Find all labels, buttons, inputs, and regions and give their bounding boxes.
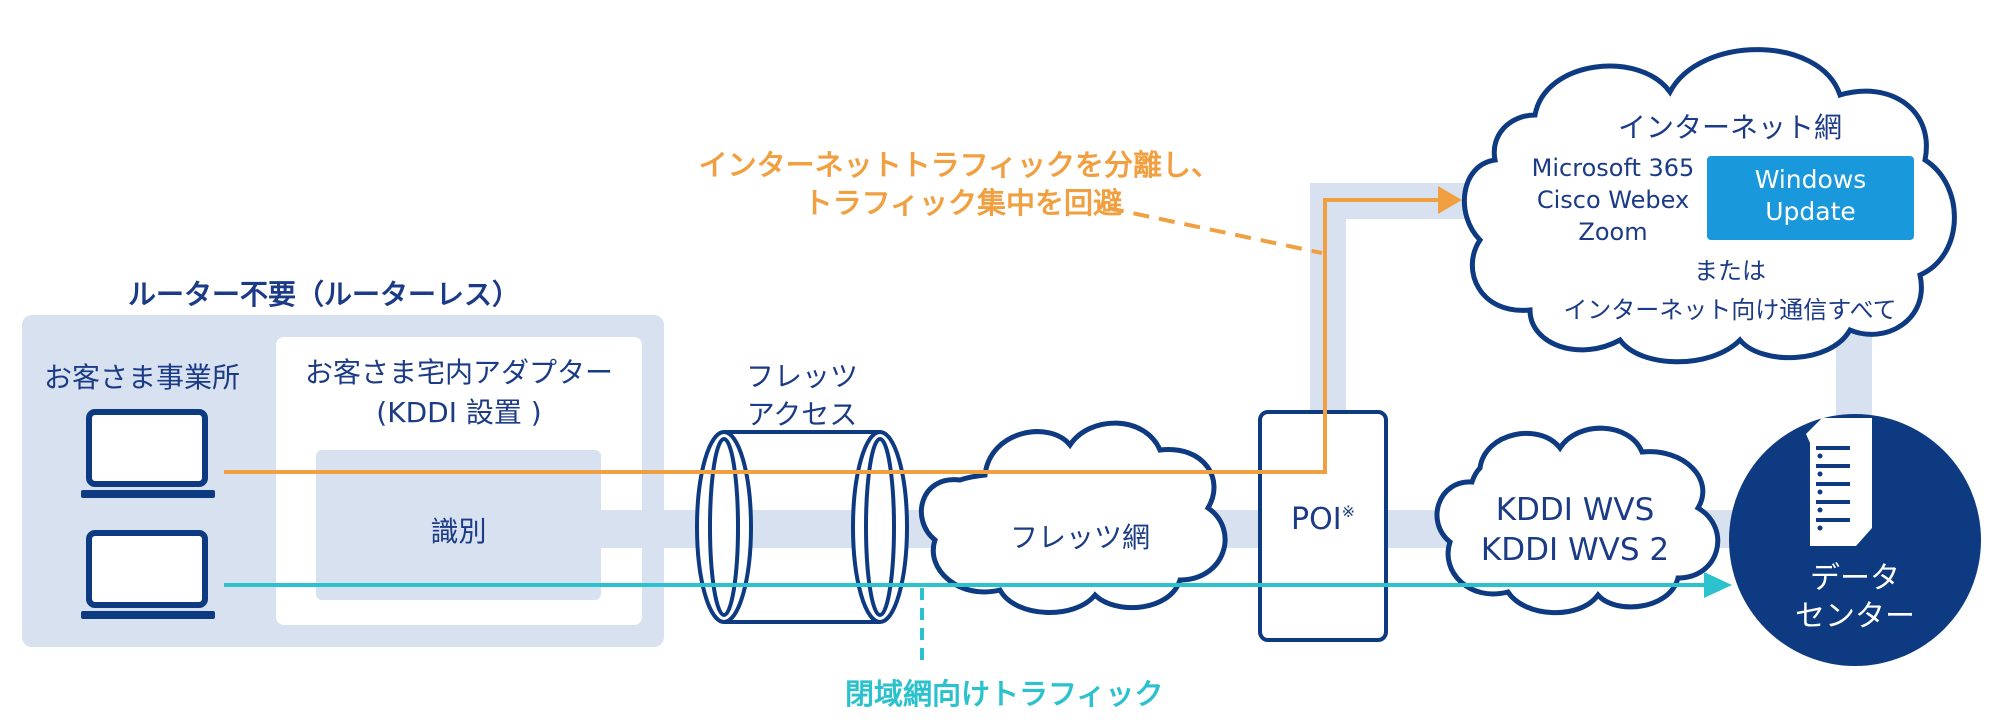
service-microsoft-365: Microsoft 365 [1531, 154, 1695, 182]
internet-services-list: Microsoft 365 Cisco Webex Zoom [1518, 152, 1708, 248]
data-center-label: データ センター [1760, 560, 1950, 636]
closed-network-arrowhead [1704, 572, 1732, 598]
server-icon [1806, 418, 1872, 546]
internet-network-title: インターネット網 [1617, 111, 1842, 144]
internet-traffic-route [224, 198, 1440, 474]
adapter-label-line2: (KDDI 設置 ) [376, 396, 542, 429]
windows-update-box [1707, 156, 1914, 240]
internet-traffic-arrowhead [1438, 186, 1462, 214]
service-zoom: Zoom [1578, 218, 1648, 246]
kddi-wvs-line2: KDDI WVS 2 [1480, 532, 1670, 568]
adapter-label-line1: お客さま宅内アダプター [304, 356, 613, 389]
identification-label: 識別 [430, 515, 487, 548]
router-less-title: ルーター不要（ルーターレス） [128, 278, 521, 311]
laptop-icon [81, 530, 215, 619]
flets-access-tube [695, 430, 909, 624]
data-center-line1: データ [1810, 561, 1900, 596]
flets-access-line2: アクセス [746, 398, 858, 431]
poi-label: POI※ [1260, 502, 1386, 537]
kddi-wvs-cloud-icon [1434, 425, 1721, 616]
internet-traffic-leader [1107, 206, 1323, 255]
internet-traffic-note-line2: トラフィック集中を回避 [803, 186, 1122, 220]
flets-access-label: フレッツ アクセス [712, 358, 892, 434]
customer-office-label: お客さま事業所 [44, 361, 241, 394]
flets-access-line1: フレッツ [745, 360, 858, 393]
laptop-icon [81, 409, 215, 498]
kddi-wvs-label: KDDI WVS KDDI WVS 2 [1440, 490, 1710, 570]
flets-network-label: フレッツ網 [1009, 521, 1150, 554]
poi-mark: ※ [1341, 502, 1355, 521]
or-label: または [1694, 257, 1766, 285]
adapter-label: お客さま宅内アダプター (KDDI 設置 ) [288, 353, 630, 433]
closed-network-note: 閉域網向けトラフィック [845, 677, 1164, 711]
route-band-up [1310, 183, 1346, 413]
poi-text: POI [1291, 502, 1342, 537]
kddi-wvs-line1: KDDI WVS [1495, 492, 1655, 528]
all-internet-traffic-label: インターネット向け通信すべて [1563, 296, 1897, 324]
windows-update-line2: Update [1765, 197, 1856, 226]
internet-traffic-note: インターネットトラフィックを分離し、 トラフィック集中を回避 [680, 146, 1220, 222]
data-center-line2: センター [1795, 599, 1915, 634]
service-cisco-webex: Cisco Webex [1536, 186, 1690, 214]
internet-traffic-note-line1: インターネットトラフィックを分離し、 [698, 148, 1220, 182]
identification-box [316, 450, 601, 600]
windows-update-line1: Windows [1754, 165, 1867, 194]
windows-update-label: Windows Update [1707, 164, 1914, 228]
